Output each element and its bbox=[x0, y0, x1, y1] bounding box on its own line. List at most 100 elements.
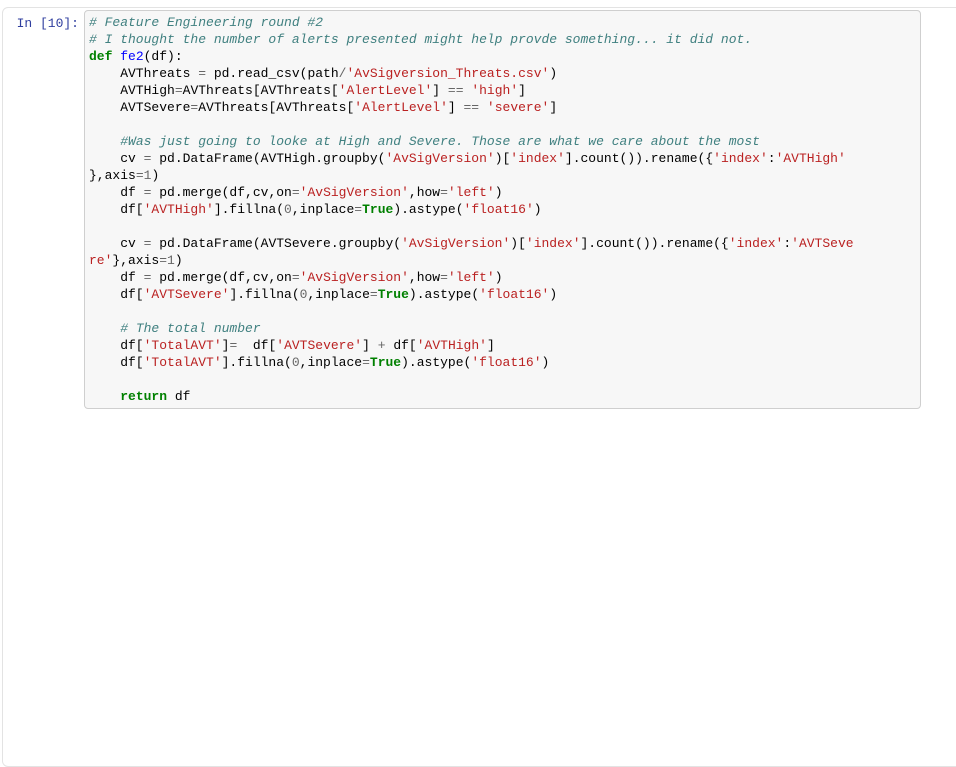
code-token: 'index' bbox=[525, 236, 581, 251]
code-token: (df): bbox=[143, 49, 183, 64]
code-token: = bbox=[198, 66, 207, 81]
code-token: pd.DataFrame(AVTSevere.groupby( bbox=[151, 236, 402, 251]
code-token: 1 bbox=[167, 253, 175, 268]
code-token: df[ bbox=[89, 338, 144, 353]
code-token: + bbox=[377, 338, 386, 353]
code-line bbox=[89, 371, 916, 388]
code-token: return bbox=[120, 389, 168, 404]
code-token: ] bbox=[518, 83, 526, 98]
code-token: 'AvSigversion_Threats.csv' bbox=[346, 66, 550, 81]
code-token: 'TotalAVT' bbox=[143, 338, 222, 353]
code-block[interactable]: # Feature Engineering round #2# I though… bbox=[85, 11, 920, 408]
code-line: re'},axis=1) bbox=[89, 252, 916, 269]
code-token: ,inplace bbox=[307, 287, 370, 302]
code-token: df[ bbox=[237, 338, 277, 353]
code-token: # Feature Engineering round #2 bbox=[89, 15, 324, 30]
code-token: = bbox=[362, 355, 370, 370]
code-token: 'left' bbox=[447, 270, 495, 285]
code-token: cv bbox=[89, 236, 144, 251]
code-token: ] bbox=[432, 83, 448, 98]
code-token: ] bbox=[549, 100, 558, 115]
code-token: 'AvSigVersion' bbox=[299, 185, 409, 200]
code-token: ].count()).rename({ bbox=[580, 236, 729, 251]
code-line bbox=[89, 116, 916, 133]
code-line: df = pd.merge(df,cv,on='AvSigVersion',ho… bbox=[89, 184, 916, 201]
code-token: 'index' bbox=[510, 151, 565, 166]
code-line bbox=[89, 218, 916, 235]
code-token: 'AvSigVersion' bbox=[401, 236, 511, 251]
code-token: df[ bbox=[89, 287, 144, 302]
code-token: pd.merge(df,cv,on bbox=[151, 270, 292, 285]
code-token bbox=[89, 389, 120, 404]
code-token: 'float16' bbox=[471, 355, 542, 370]
code-token: df bbox=[167, 389, 191, 404]
code-token: 'high' bbox=[471, 83, 519, 98]
code-token: = bbox=[143, 270, 152, 285]
code-token: / bbox=[338, 66, 347, 81]
code-token: = bbox=[354, 202, 363, 217]
code-token: True bbox=[362, 202, 394, 217]
code-token bbox=[89, 321, 120, 336]
code-line: df['AVTSevere'].fillna(0,inplace=True).a… bbox=[89, 286, 916, 303]
code-token: 0 bbox=[299, 287, 308, 302]
code-token: ] bbox=[221, 338, 230, 353]
code-token: = bbox=[369, 287, 378, 302]
code-line: df['TotalAVT'].fillna(0,inplace=True).as… bbox=[89, 354, 916, 371]
code-token: ].count()).rename({ bbox=[564, 151, 714, 166]
code-token: # The total number bbox=[120, 321, 261, 336]
code-token: 'AVTSeve bbox=[791, 236, 854, 251]
code-token: df bbox=[89, 270, 144, 285]
code-token: ).astype( bbox=[401, 355, 472, 370]
code-token: = bbox=[174, 83, 183, 98]
code-token: = bbox=[440, 270, 448, 285]
code-line: # The total number bbox=[89, 320, 916, 337]
code-token: pd.merge(df,cv,on bbox=[151, 185, 292, 200]
code-line: return df bbox=[89, 388, 916, 405]
code-token: = bbox=[291, 270, 300, 285]
code-token: df[ bbox=[385, 338, 417, 353]
code-token: = bbox=[229, 338, 238, 353]
code-line: df['TotalAVT']= df['AVTSevere'] + df['AV… bbox=[89, 337, 916, 354]
code-token: ] bbox=[362, 338, 378, 353]
code-token: 'AVTHigh' bbox=[143, 202, 214, 217]
code-token: = bbox=[135, 168, 144, 183]
code-cell: In [10]: # Feature Engineering round #2#… bbox=[3, 8, 956, 409]
code-token: True bbox=[369, 355, 402, 370]
code-token: AVTSevere bbox=[89, 100, 191, 115]
code-line: # I thought the number of alerts present… bbox=[89, 31, 916, 48]
code-token: ].fillna( bbox=[213, 202, 285, 217]
code-token: = bbox=[143, 185, 152, 200]
code-token: ).astype( bbox=[408, 287, 480, 302]
code-token: 'index' bbox=[713, 151, 768, 166]
code-token: )[ bbox=[494, 151, 511, 166]
code-token: 'index' bbox=[728, 236, 784, 251]
code-token: 'severe' bbox=[486, 100, 550, 115]
code-token: },axis bbox=[89, 168, 136, 183]
code-token: ,inplace bbox=[291, 202, 355, 217]
code-line: AVTSevere=AVThreats[AVThreats['AlertLeve… bbox=[89, 99, 916, 116]
code-token: 0 bbox=[284, 202, 292, 217]
code-line: def fe2(df): bbox=[89, 48, 916, 65]
code-token: ,how bbox=[408, 270, 441, 285]
code-token: ) bbox=[494, 270, 503, 285]
code-line: df = pd.merge(df,cv,on='AvSigVersion',ho… bbox=[89, 269, 916, 286]
code-token: 'AlertLevel' bbox=[354, 100, 448, 115]
code-line: # Feature Engineering round #2 bbox=[89, 14, 916, 31]
code-token: ) bbox=[494, 185, 503, 200]
code-token: AVThreats[AVThreats[ bbox=[198, 100, 355, 115]
code-token: ) bbox=[174, 253, 183, 268]
code-line bbox=[89, 303, 916, 320]
code-token: == bbox=[447, 83, 464, 98]
code-token: 0 bbox=[291, 355, 300, 370]
code-token: = bbox=[291, 185, 300, 200]
code-token: : bbox=[783, 236, 792, 251]
code-token: 'AlertLevel' bbox=[338, 83, 433, 98]
cell-execution-prompt: In [10]: bbox=[16, 16, 79, 31]
code-token: ) bbox=[549, 66, 558, 81]
code-line: AVThreats = pd.read_csv(path/'AvSigversi… bbox=[89, 65, 916, 82]
code-token: #Was just going to looke at High and Sev… bbox=[120, 134, 760, 149]
code-token: ,how bbox=[408, 185, 441, 200]
code-line: },axis=1) bbox=[89, 167, 916, 184]
cell-input-area[interactable]: # Feature Engineering round #2# I though… bbox=[84, 10, 921, 409]
code-token: df[ bbox=[89, 355, 144, 370]
